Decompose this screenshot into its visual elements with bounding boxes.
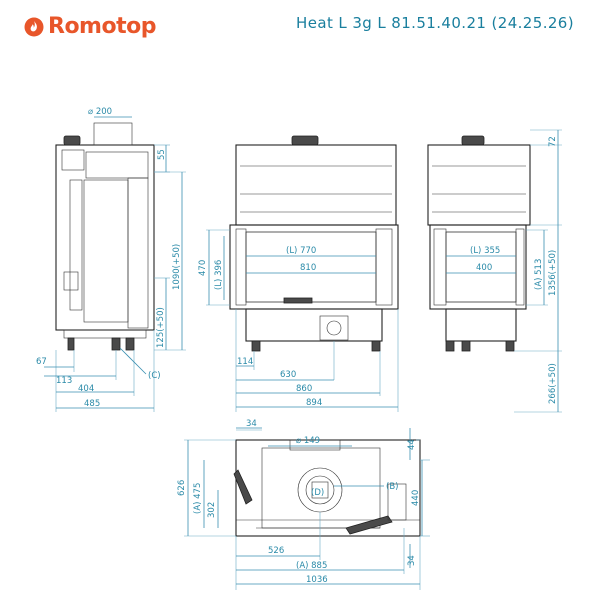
dim-front-glass-height: (L) 396 [214,260,224,290]
marker-b: (B) [386,482,398,492]
dim-plan-flue: ⌀ 149 [296,436,320,446]
dim-plan-top-margin: 34 [246,419,257,429]
brand-logo: Romotop [24,14,156,39]
right-glass [445,231,517,303]
marker-d: (D) [311,488,324,498]
front-base [245,308,383,342]
dim-side-flue: ⌀ 200 [88,107,112,117]
side-top-box [85,151,149,179]
plan-view: 34 ⌀ 149 44 626 (A) 475 302 440 (B) (D) … [177,419,430,590]
dim-plan-width-a: 526 [268,546,284,556]
dim-right-height-total: 1356(+50) [548,250,558,296]
dim-plan-depth-a: (A) 475 [193,483,203,514]
side-foot-left [67,337,75,351]
plan-door-hinge-bottom [345,515,393,535]
dim-plan-depth-b: 302 [207,502,217,518]
side-foot-right [125,337,135,351]
front-foot-right [371,340,381,352]
front-top-handle [291,135,319,146]
dim-right-floor-height: 266(+50) [548,363,558,404]
side-foot-mid [111,337,121,351]
side-base [63,329,147,339]
dim-right-opening-width: 400 [476,263,492,273]
dim-side-top: 55 [157,149,167,160]
front-upper-body [235,144,397,226]
dim-front-left-offset: 114 [237,357,253,367]
right-upper-body [427,144,531,226]
dim-front-glass-width: (L) 770 [286,246,316,256]
side-plate [63,271,79,291]
right-foot-left [445,340,455,352]
dim-plan-right-top: 44 [407,439,417,450]
dim-plan-width-total: 1036 [306,575,328,585]
side-body [55,144,155,331]
dim-right-glass-width: (L) 355 [470,246,500,256]
model-title: Heat L 3g L 81.51.40.21 (24.25.26) [296,14,574,32]
side-hinge-block [61,149,85,171]
dim-side-leg-inset: 67 [36,357,47,367]
plan-door-hinge-left [233,469,253,505]
dim-front-width-a: 630 [280,370,296,380]
side-view: ⌀ 200 55 1090(+50) 125(+50) 67 113 404 4… [36,107,186,412]
dim-side-height-lower: 125(+50) [156,307,166,348]
front-door-handle [283,297,313,304]
right-base [445,308,517,342]
dim-right-opening-height: (A) 513 [534,259,544,290]
right-foot-mid [461,340,471,352]
dim-front-opening-height: 470 [198,260,208,276]
dim-side-depth-b: 404 [78,384,94,394]
dim-side-depth-total: 485 [84,399,100,409]
front-view: 470 (L) 396 (L) 770 810 114 630 860 894 [198,135,399,412]
dim-plan-width-b: (A) 885 [296,561,327,571]
front-foot-left [251,340,261,352]
dim-plan-right-bottom: 34 [407,555,417,566]
header: Romotop Heat L 3g L 81.51.40.21 (24.25.2… [0,0,600,50]
right-top-handle [461,135,485,146]
dim-front-width-b: 860 [296,384,312,394]
front-air-inlet [319,315,349,341]
dim-plan-right-depth: 440 [411,490,421,506]
side-left-rail [69,179,83,311]
dim-side-height-total: 1090(+50) [172,244,182,290]
dim-front-width-total: 894 [306,398,322,408]
front-glass [245,231,377,303]
dim-plan-depth-total: 626 [177,480,187,496]
flame-icon [24,17,44,36]
right-foot-right [505,340,515,352]
side-flue [93,122,133,146]
plan-flue-inner [305,475,335,505]
marker-c: (C) [148,371,161,381]
dim-front-opening-width: 810 [300,263,316,273]
dim-right-top: 72 [548,136,558,147]
dim-side-depth-a: 113 [56,376,72,386]
side-top-handle [63,135,81,146]
right-view: (L) 355 400 72 (A) 513 1356(+50) 266(+50… [427,129,562,413]
plan-top-lip [289,439,341,451]
side-back-panel [127,177,149,329]
brand-name: Romotop [48,14,156,39]
side-door-panel [83,179,129,323]
